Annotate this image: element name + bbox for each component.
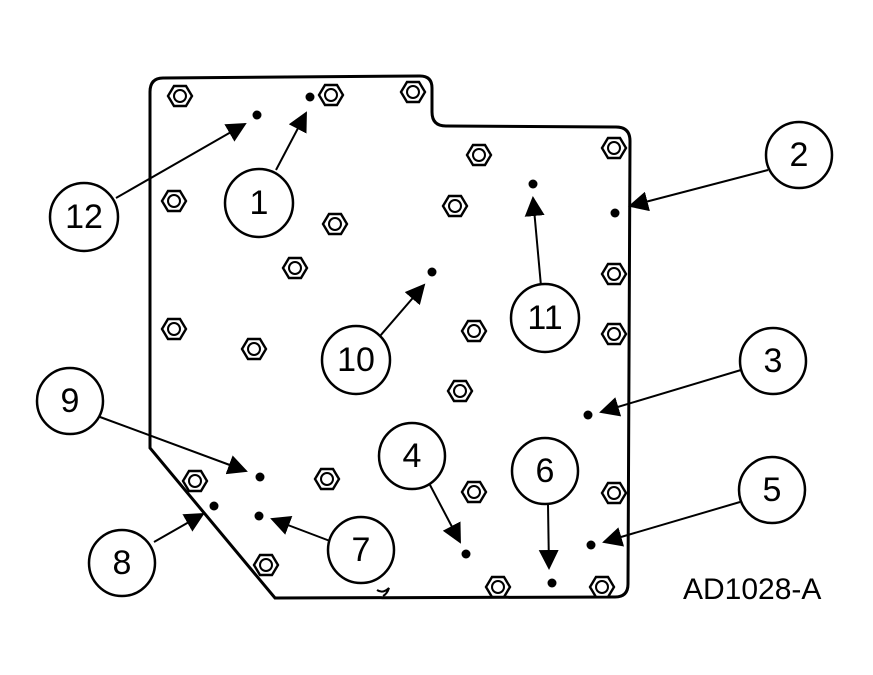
- bolt: [600, 322, 628, 346]
- bolt: [160, 189, 188, 213]
- callout-9: 9: [35, 366, 105, 436]
- hole-6: [547, 578, 557, 588]
- bolt: [252, 553, 280, 577]
- callout-label: 2: [790, 136, 809, 174]
- hole-2: [610, 208, 620, 218]
- figure-id: AD1028-A: [683, 573, 821, 606]
- callout-label: 1: [250, 184, 269, 222]
- arrow-10: [379, 283, 426, 337]
- hole-10: [427, 267, 437, 277]
- bolt: [441, 194, 469, 218]
- hole-1: [305, 92, 315, 102]
- hole-3: [583, 410, 593, 420]
- bolt: [399, 80, 427, 104]
- bolt: [465, 143, 493, 167]
- arrow-5: [602, 501, 741, 547]
- bolt: [600, 481, 628, 505]
- hole-8: [209, 501, 219, 511]
- bolt: [281, 256, 309, 280]
- callout-5: 5: [737, 455, 807, 525]
- callout-label: 8: [113, 544, 132, 582]
- hole-5: [586, 540, 596, 550]
- arrow-2: [628, 169, 769, 212]
- hole-11: [528, 179, 538, 189]
- bolt: [446, 379, 474, 403]
- arrow-9: [99, 416, 248, 475]
- hole-4: [461, 549, 471, 559]
- callout-label: 9: [61, 382, 80, 420]
- callout-label: 11: [527, 299, 562, 337]
- callout-label: 5: [763, 471, 782, 509]
- plate-notch-mark: [376, 587, 390, 597]
- callouts: 1 2 3 4 5 6 7 8: [35, 120, 834, 598]
- bolt: [460, 480, 488, 504]
- bolt: [600, 262, 628, 286]
- bolt: [166, 84, 194, 108]
- callout-4: 4: [377, 421, 447, 491]
- holes: [209, 92, 620, 588]
- arrow-8: [153, 513, 205, 543]
- callout-2: 2: [764, 120, 834, 190]
- callout-10: 10: [320, 324, 392, 396]
- bolt: [181, 469, 209, 493]
- leader-arrows: [99, 111, 769, 570]
- bolt: [600, 136, 628, 160]
- arrow-1: [275, 111, 307, 171]
- bolt: [160, 317, 188, 341]
- bolt: [321, 212, 349, 236]
- arrow-3: [599, 369, 742, 417]
- callout-label: 4: [403, 437, 422, 475]
- callout-label: 3: [764, 342, 783, 380]
- callout-label: 12: [65, 198, 103, 236]
- callout-12: 12: [48, 181, 120, 253]
- callout-1: 1: [223, 167, 295, 239]
- bolt: [317, 83, 345, 107]
- callout-8: 8: [87, 528, 157, 598]
- callout-3: 3: [738, 326, 808, 396]
- arrow-12: [115, 123, 247, 199]
- arrow-7: [270, 516, 331, 542]
- bolt: [240, 337, 268, 361]
- bolt: [484, 575, 512, 599]
- hole-9: [255, 472, 265, 482]
- arrow-11: [524, 196, 545, 287]
- callout-label: 7: [352, 531, 371, 569]
- callout-6: 6: [510, 436, 580, 506]
- bolt: [313, 467, 341, 491]
- bolt: [588, 575, 616, 599]
- callout-11: 11: [509, 282, 581, 354]
- callout-label: 10: [337, 341, 375, 379]
- arrow-4: [429, 484, 461, 544]
- hole-7: [254, 511, 264, 521]
- bolt: [460, 319, 488, 343]
- callout-7: 7: [326, 515, 396, 585]
- callout-label: 6: [536, 452, 555, 490]
- hole-12: [252, 110, 262, 120]
- arrow-6: [538, 504, 559, 570]
